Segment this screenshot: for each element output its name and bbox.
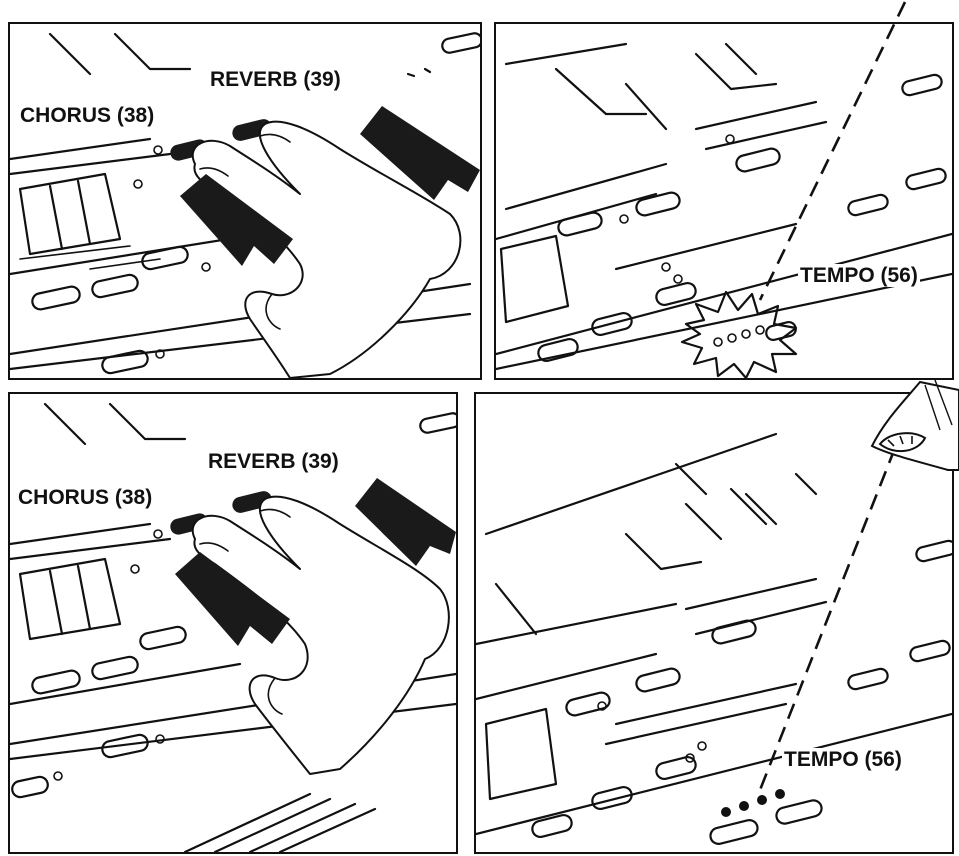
bold-black-arrow — [180, 106, 480, 266]
hand-pressing-icon — [191, 120, 462, 378]
hand-pressing-icon — [191, 495, 450, 775]
reverb-label: REVERB (39) — [206, 450, 341, 474]
keyboard-illustration — [476, 432, 952, 845]
chorus-label: CHORUS (38) — [18, 104, 157, 128]
tempo-label: TEMPO (56) — [782, 748, 904, 772]
tempo-led-icon — [680, 290, 798, 378]
panel-tempo-flashing: TEMPO (56) — [494, 22, 954, 380]
tempo-led-icon — [709, 789, 823, 845]
bold-black-arrow — [175, 478, 456, 646]
reverb-label: REVERB (39) — [208, 68, 343, 92]
keyboard-illustration — [496, 42, 952, 378]
panel-press-chorus-reverb-top: CHORUS (38) REVERB (39) — [8, 22, 482, 380]
panel-press-chorus-reverb-bottom: CHORUS (38) REVERB (39) — [8, 392, 458, 854]
panel-tempo-lit: TEMPO (56) — [474, 392, 954, 854]
keyboard-illustration — [10, 32, 480, 378]
chorus-label: CHORUS (38) — [16, 486, 155, 510]
keyboard-illustration — [10, 402, 456, 852]
tempo-label: TEMPO (56) — [798, 264, 920, 288]
